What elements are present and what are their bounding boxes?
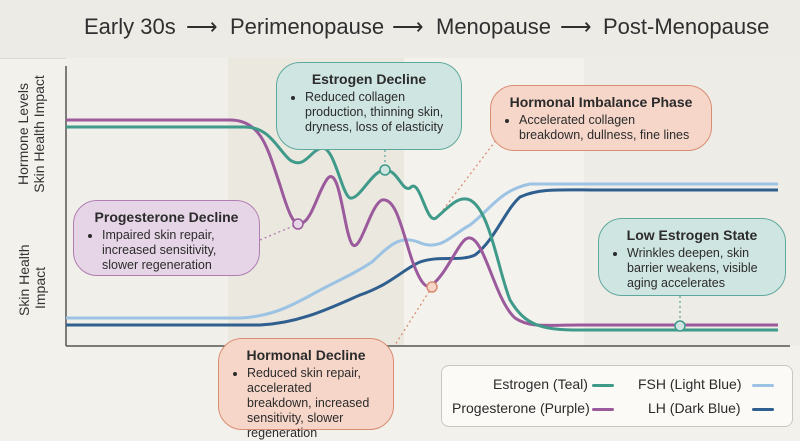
arrow-icon: ⟶ [186,14,218,39]
legend-fsh-swatch [752,384,774,387]
callout-text: Impaired skin repair, increased sensitiv… [102,228,245,273]
connector-progesterone [259,223,299,241]
estrogen-marker [379,164,391,176]
progesterone-curve [66,118,778,327]
stage-menopause: Menopause [436,14,551,39]
stage-perimenopause: Perimenopause [230,14,385,39]
legend-fsh-label: FSH (Light Blue) [638,376,742,392]
low-estrogen-marker [674,320,686,332]
y-axis-label-bottom: Skin Health Impact [16,244,48,316]
connector-imbalance [442,134,501,211]
estrogen-curve [66,125,778,332]
callout-title: Low Estrogen State [626,227,758,243]
stage-header: Early 30s ⟶ Perimenopause ⟶ Menopause ⟶ … [0,0,800,59]
callout-text: Reduced skin repair, accelerated breakdo… [247,366,379,441]
callout-estrogen-decline: Estrogen Decline Reduced collagen produc… [276,62,462,150]
callout-hormonal-imbalance: Hormonal Imbalance Phase Accelerated col… [490,85,712,151]
lh-curve [66,188,778,327]
callout-title: Estrogen Decline [311,71,427,87]
legend-estrogen-label: Estrogen (Teal) [493,376,588,392]
callout-progesterone-decline: Progesterone Decline Impaired skin repai… [73,200,260,276]
legend-lh-label: LH (Dark Blue) [648,400,741,416]
callout-title: Progesterone Decline [94,209,239,225]
stage-early-30s: Early 30s [84,14,176,39]
legend: Estrogen (Teal) FSH (Light Blue) Progest… [441,365,793,427]
arrow-icon: ⟶ [392,14,424,39]
callout-text: Accelerated collagen breakdown, dullness… [519,113,697,143]
stage-post-menopause: Post-Menopause [603,14,770,39]
legend-progesterone-label: Progesterone (Purple) [452,400,590,416]
callout-title: Hormonal Imbalance Phase [509,94,693,110]
legend-lh-swatch [752,408,774,411]
hormonal-decline-marker [426,281,438,293]
connector-hormonal [394,286,433,346]
legend-progesterone-swatch [592,408,614,411]
progesterone-marker [292,218,304,230]
legend-estrogen-swatch [592,384,614,387]
callout-text: Reduced collagen production, thinning sk… [305,90,447,135]
fsh-curve [66,182,778,320]
callout-low-estrogen: Low Estrogen State Wrinkles deepen, skin… [598,218,786,296]
callout-hormonal-decline: Hormonal Decline Reduced skin repair, ac… [218,338,394,440]
arrow-icon: ⟶ [560,14,592,39]
callout-text: Wrinkles deepen, skin barrier weakens, v… [627,246,771,291]
y-axis-label-top: Hormone Levels Skin Health Impact [15,75,47,193]
callout-title: Hormonal Decline [246,347,366,363]
